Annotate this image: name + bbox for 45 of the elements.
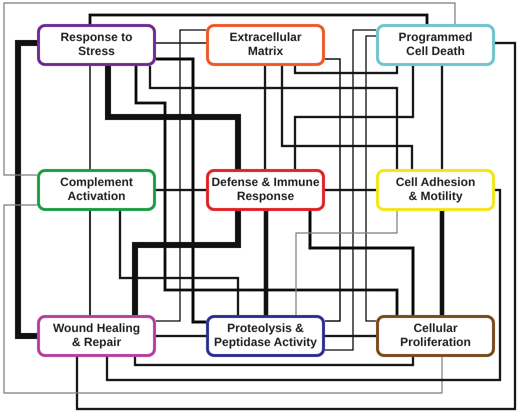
connector-line (148, 66, 398, 169)
connector-line (105, 66, 241, 169)
connector-line (264, 66, 266, 169)
connector-line (325, 58, 341, 322)
connector-line (156, 42, 206, 44)
connector-line (325, 334, 376, 338)
connector-line (134, 357, 414, 366)
connector-line (89, 211, 91, 315)
connector-line (3, 204, 443, 394)
connector-line (264, 211, 268, 315)
connector-line (325, 29, 376, 351)
category-label: Defense & Immune Response (210, 176, 321, 204)
connector-line (88, 14, 428, 24)
connector-line (15, 40, 37, 339)
connector-line (106, 188, 502, 382)
category-label: Cellular Proliferation (399, 322, 472, 350)
connector-line (325, 188, 376, 192)
connector-line (440, 66, 444, 169)
connector-line (295, 211, 398, 315)
connector-line (3, 2, 456, 176)
connector-line (89, 66, 91, 169)
connector-line (440, 211, 444, 315)
category-box (37, 24, 156, 66)
category-label: Proteolysis & Peptidase Activity (213, 322, 318, 350)
category-box (37, 315, 156, 357)
connector-line (156, 334, 206, 338)
category-box (206, 169, 325, 211)
category-label: Wound Healing & Repair (52, 322, 142, 350)
connector-line (294, 66, 398, 74)
category-box (206, 24, 325, 66)
connector-line (156, 188, 206, 192)
category-box (206, 315, 325, 357)
category-label: Complement Activation (59, 176, 134, 204)
category-box (376, 315, 495, 357)
category-label: Cell Adhesion & Motility (394, 176, 476, 204)
category-label: Response to Stress (59, 31, 134, 59)
connector-line (365, 35, 376, 322)
category-box (376, 169, 495, 211)
connector-line (134, 66, 398, 315)
category-label: Programmed Cell Death (397, 31, 474, 59)
category-box (37, 169, 156, 211)
category-box (376, 24, 495, 66)
connector-line (308, 211, 414, 315)
connector-line (76, 42, 516, 410)
category-label: Extracellular Matrix (228, 31, 303, 59)
